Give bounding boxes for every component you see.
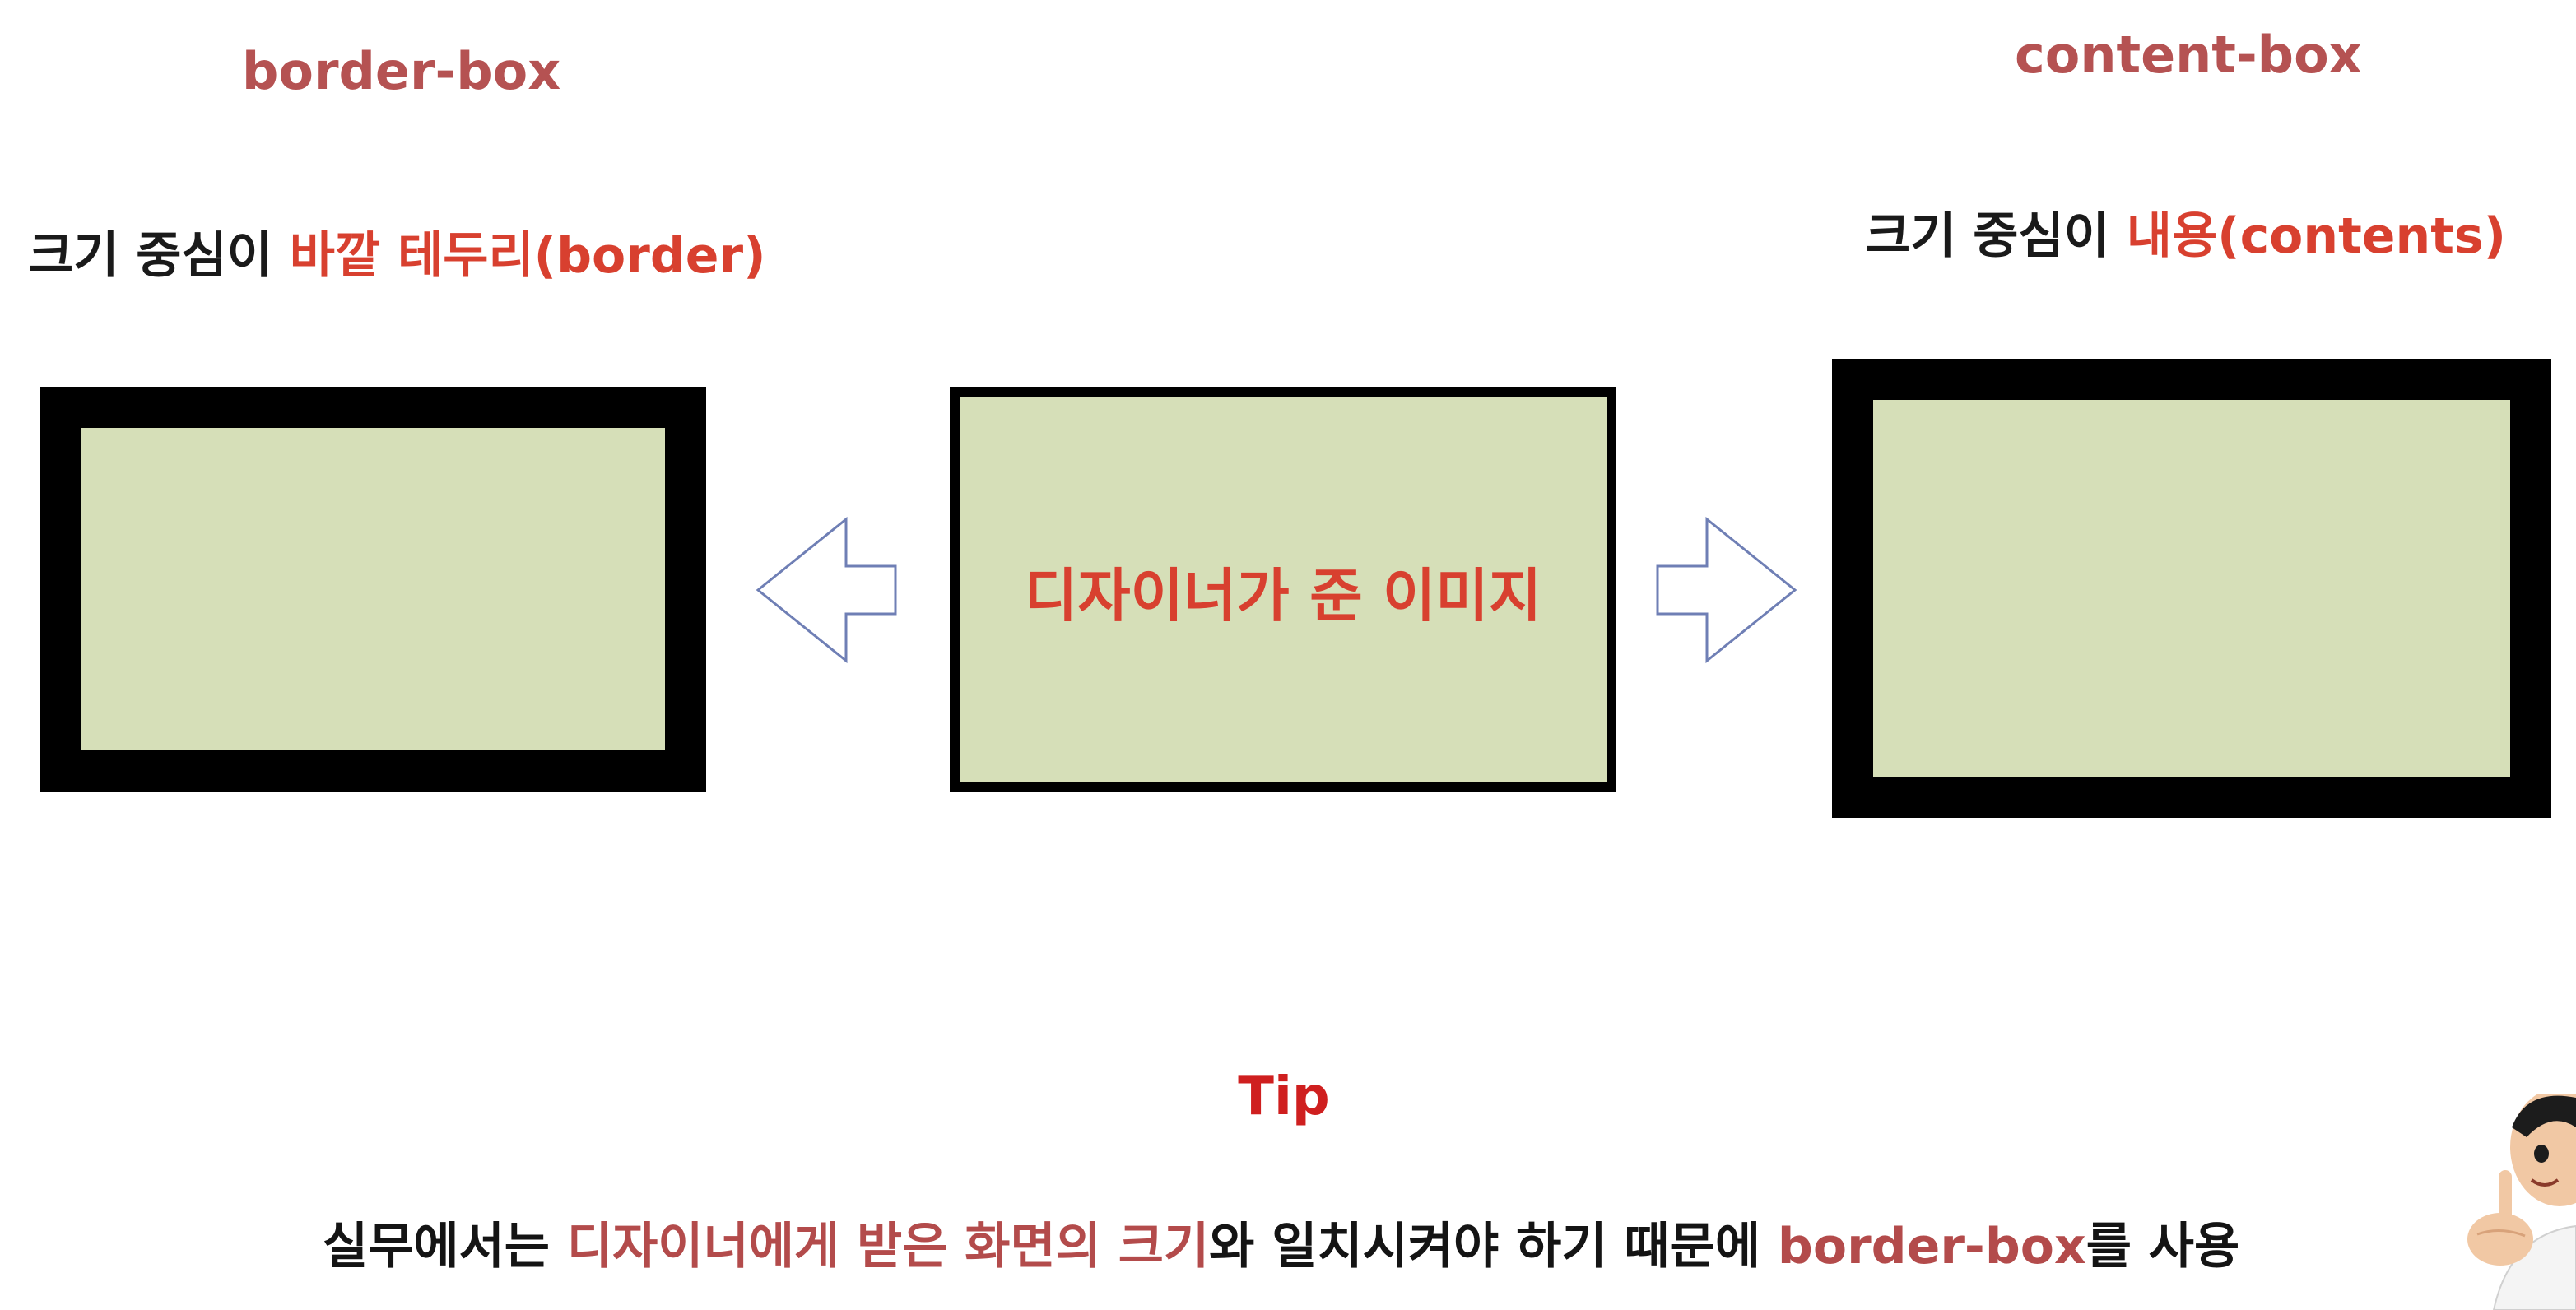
tip-text: 실무에서는 디자이너에게 받은 화면의 크기와 일치시켜야 하기 때문에 bor… — [323, 1206, 2239, 1278]
content-box-description-accent: 내용(contents) — [2127, 207, 2506, 265]
border-box-example — [40, 387, 706, 792]
content-box-description-plain: 크기 중심이 — [1865, 207, 2127, 265]
border-box-heading: border-box — [242, 41, 560, 101]
tip-text-segment: 와 일치시켜야 하기 때문에 — [1209, 1218, 1778, 1275]
content-box-example — [1832, 359, 2551, 818]
border-box-description-accent: 바깥 테두리(border) — [290, 227, 766, 285]
tip-text-segment: 실무에서는 — [323, 1218, 567, 1275]
arrow-left-outline-icon — [756, 517, 899, 663]
border-box-description: 크기 중심이 바깥 테두리(border) — [28, 216, 766, 287]
border-box-description-plain: 크기 중심이 — [28, 227, 290, 285]
content-box-heading: content-box — [2015, 25, 2362, 85]
tip-text-segment: 를 사용 — [2086, 1218, 2240, 1275]
tip-text-segment: 디자이너에게 받은 화면의 크기 — [567, 1218, 1209, 1275]
arrow-right-outline-icon — [1654, 517, 1797, 663]
tip-text-segment: border-box — [1778, 1218, 2086, 1275]
content-box-description: 크기 중심이 내용(contents) — [1865, 196, 2506, 267]
presenter-avatar-pointing-icon — [2436, 1094, 2576, 1310]
designer-image-label: 디자이너가 준 이미지 — [950, 550, 1616, 633]
tip-title: Tip — [1202, 1066, 1366, 1127]
